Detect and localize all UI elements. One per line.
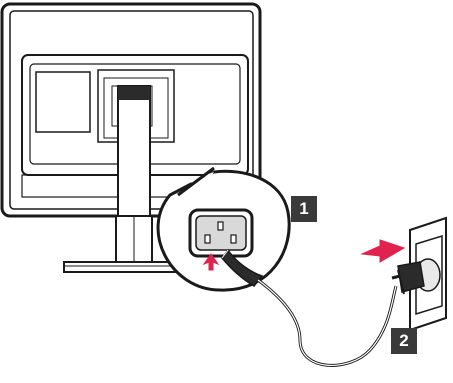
power-cable	[257, 278, 398, 367]
insert-arrow	[360, 239, 406, 263]
power-socket-zoom	[156, 166, 291, 292]
step-badge-1: 1	[291, 196, 317, 222]
step-badge-2: 2	[391, 328, 417, 354]
monitor-back-illustration	[0, 2, 262, 273]
wall-outlet	[391, 216, 447, 332]
